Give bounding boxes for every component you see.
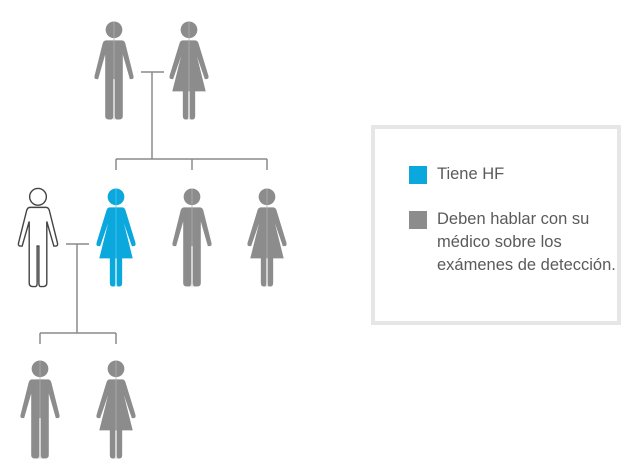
spouse-male-figure [17, 187, 59, 288]
at-risk-male-figure [172, 188, 212, 287]
body [17, 206, 59, 288]
at-risk-male-figure [94, 21, 134, 120]
legend-item-at-risk: Deben hablar con su médico sobre los exá… [409, 208, 617, 277]
legend-label-at-risk: Deben hablar con su médico sobre los exá… [437, 210, 616, 274]
at-risk-swatch [409, 211, 427, 229]
legend-item-affected: Tiene HF [409, 163, 617, 186]
affected-swatch [409, 166, 427, 184]
at-risk-female-figure [247, 188, 287, 287]
at-risk-female-figure [169, 21, 209, 120]
affected-female-figure [96, 188, 136, 287]
legend-label-affected: Tiene HF [437, 165, 505, 183]
at-risk-female-figure [96, 360, 136, 459]
head [28, 187, 48, 206]
at-risk-male-figure [20, 360, 60, 459]
people-layer [17, 21, 287, 459]
connector-lines [39, 71, 268, 344]
legend-box: Tiene HF Deben hablar con su médico sobr… [371, 125, 621, 325]
